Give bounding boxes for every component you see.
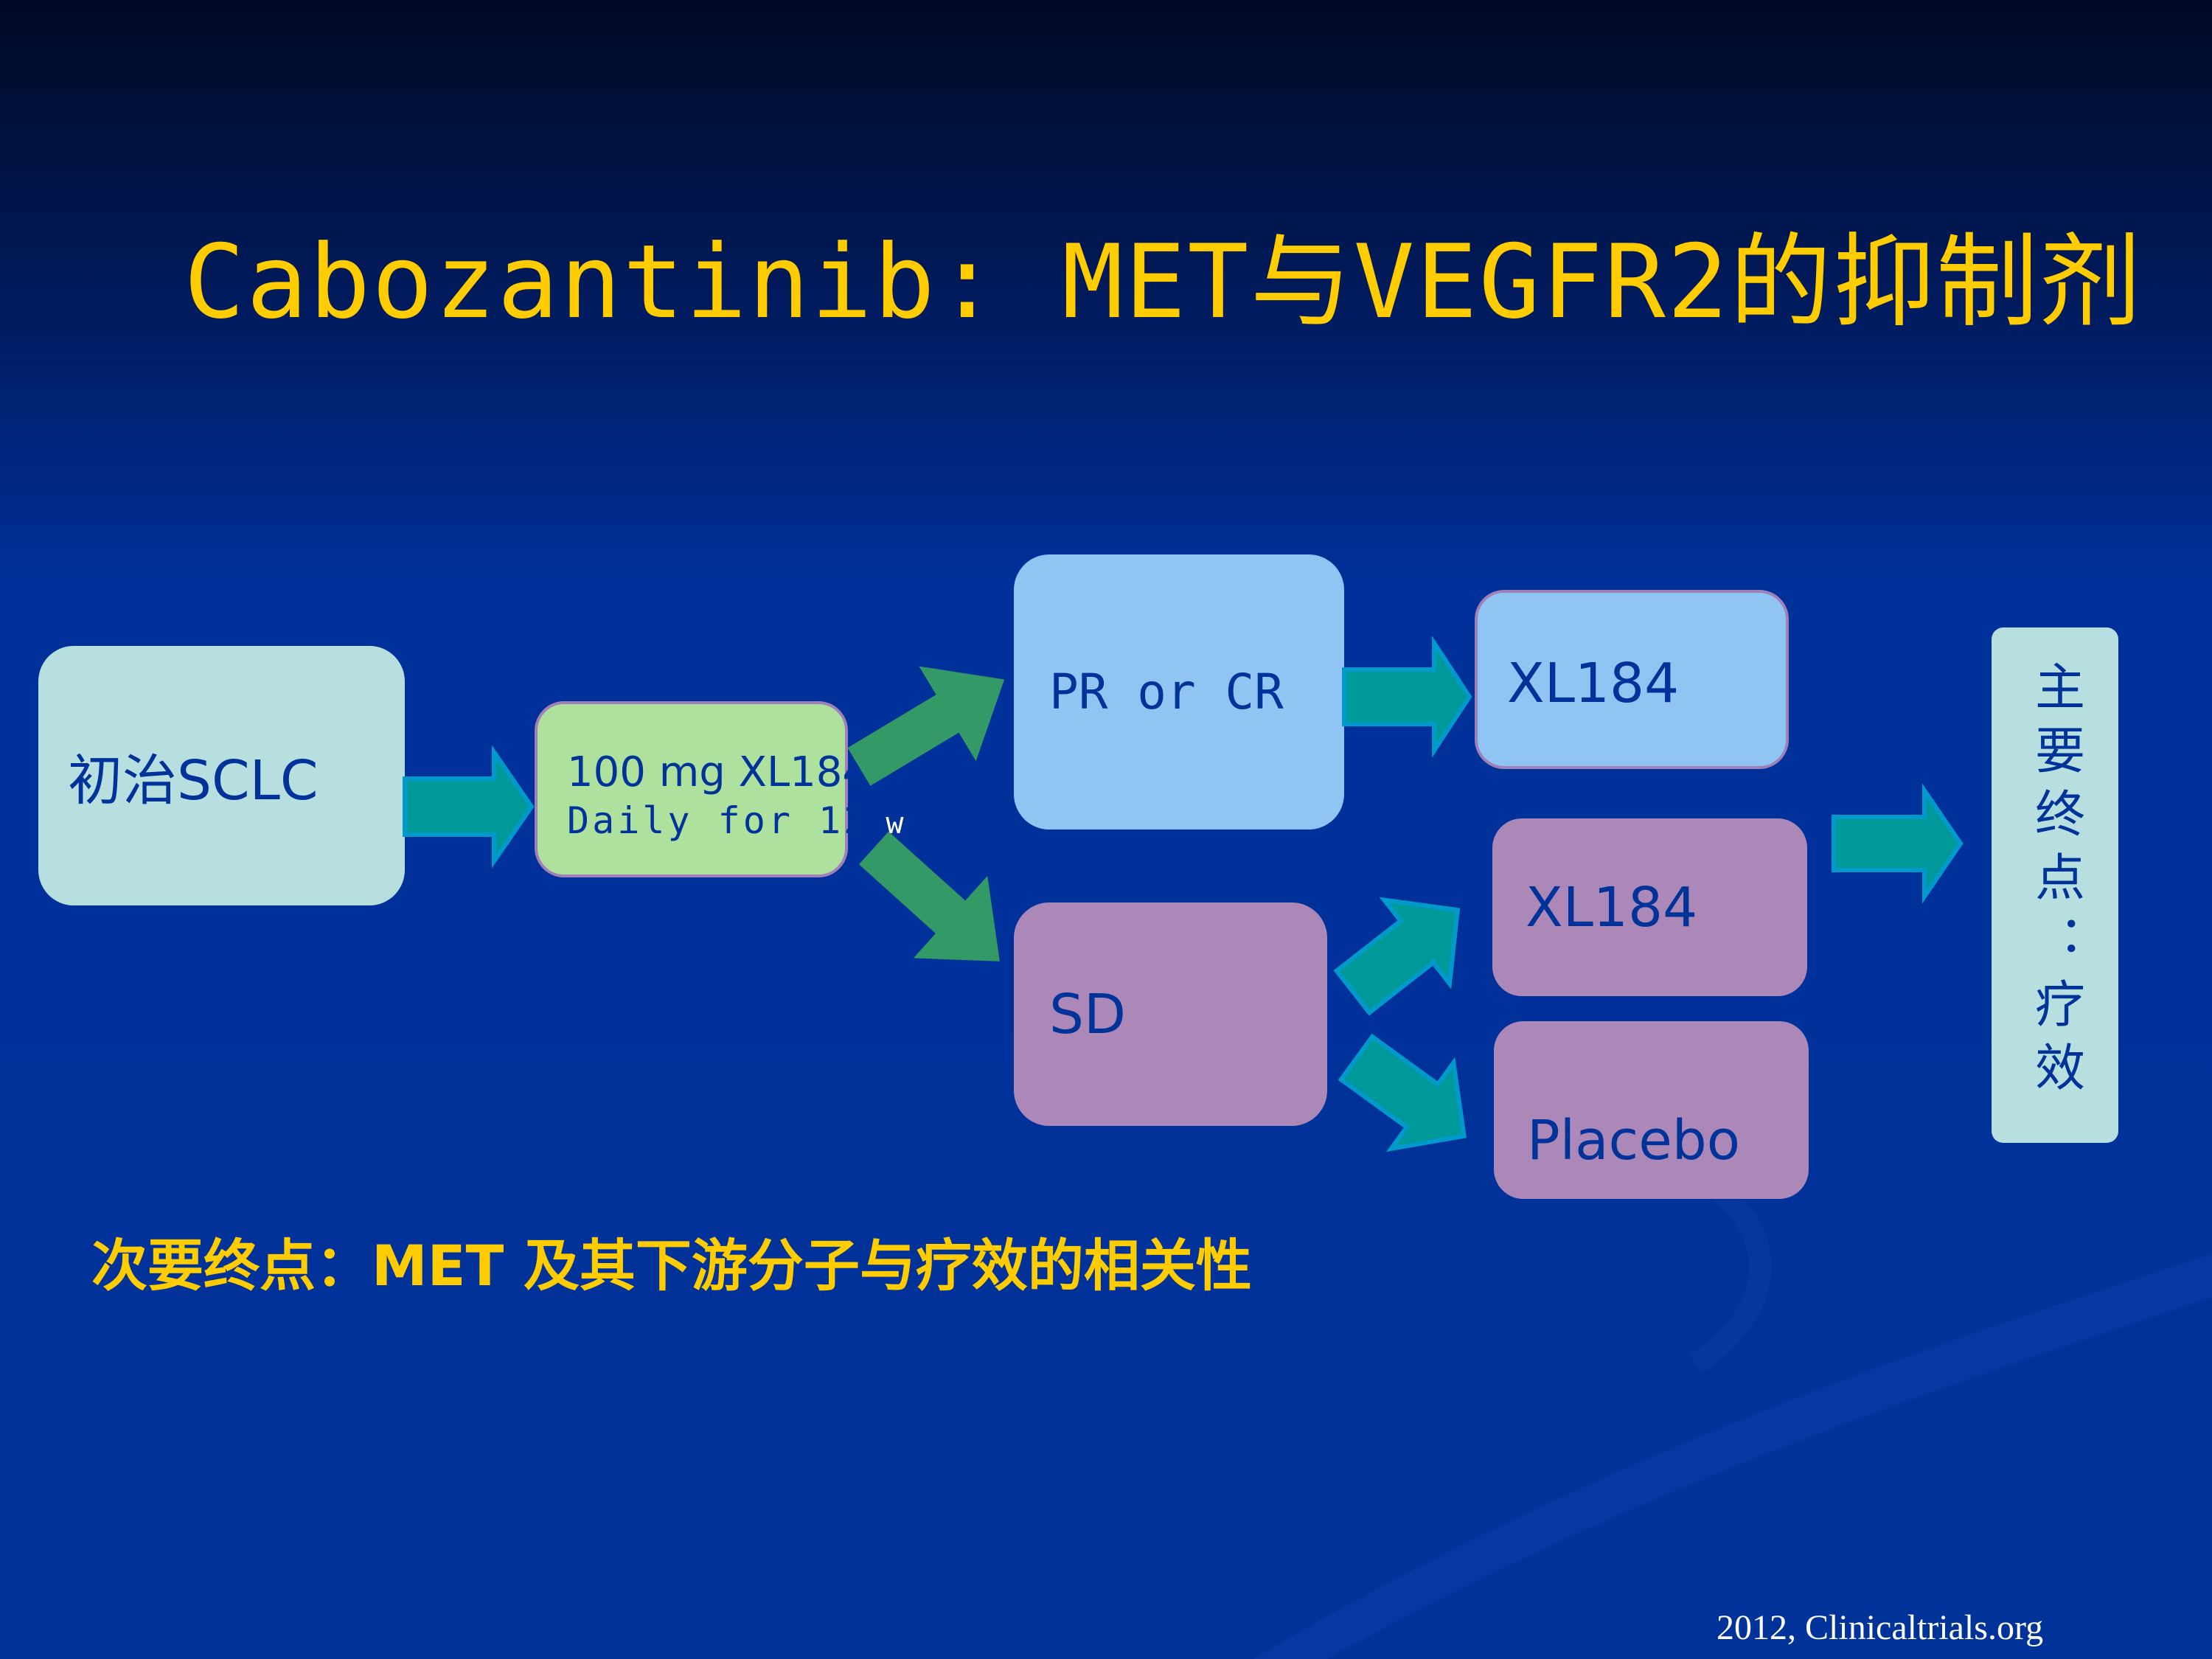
dose-line-1: 100 mg XL184 (567, 748, 869, 796)
box-initial-sclc: 初治SCLC (38, 646, 405, 905)
box-xl184-mid-label: XL184 (1526, 875, 1698, 939)
source-footer: 2012, Clinicaltrials.org (1717, 1608, 2044, 1647)
box-placebo: Placebo (1494, 1021, 1809, 1199)
dose-overflow: w (886, 807, 904, 841)
box-pr-or-cr: PR or CR (1014, 554, 1344, 830)
primary-endpoint-label: 主要终点：疗效 (2025, 661, 2084, 1105)
box-sd-label: SD (1049, 982, 1126, 1046)
box-pr-or-cr-label: PR or CR (1049, 664, 1284, 720)
dose-line-2: Daily for 12 (567, 799, 869, 842)
secondary-endpoint: 次要终点：MET 及其下游分子与疗效的相关性 (91, 1233, 1252, 1298)
slide-title: Cabozantinib: MET与VEGFR2的抑制剂 (184, 223, 2143, 341)
box-dose: 100 mg XL184 Daily for 12 w (535, 701, 903, 877)
box-xl184-top: XL184 (1475, 590, 1789, 769)
box-placebo-label: Placebo (1527, 1109, 1740, 1172)
box-xl184-top-label: XL184 (1507, 652, 1680, 715)
box-xl184-mid: XL184 (1492, 818, 1807, 996)
box-initial-sclc-label: 初治SCLC (68, 748, 319, 813)
box-sd: SD (1014, 902, 1327, 1126)
box-primary-endpoint: 主要终点：疗效 (1992, 627, 2118, 1143)
